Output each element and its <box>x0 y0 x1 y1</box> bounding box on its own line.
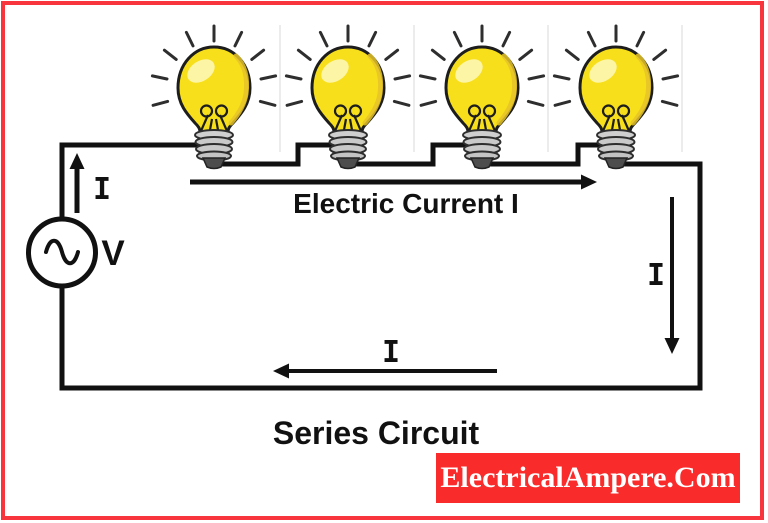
electric-current-label: Electric Current I <box>293 188 519 219</box>
circuit-wire <box>59 142 703 391</box>
voltage-label: V <box>101 234 125 273</box>
current-label-left: I <box>93 172 111 207</box>
current-label-bottom: I <box>382 335 400 370</box>
current-label-right: I <box>647 258 665 293</box>
watermark-box: ElectricalAmpere.Com <box>436 453 740 503</box>
diagram-title: Series Circuit <box>273 415 480 451</box>
watermark-text: ElectricalAmpere.Com <box>440 461 736 494</box>
light-bulb-4 <box>554 26 677 169</box>
background-seams <box>279 25 683 152</box>
ac-voltage-source <box>26 216 98 289</box>
sine-wave-icon <box>44 238 80 266</box>
